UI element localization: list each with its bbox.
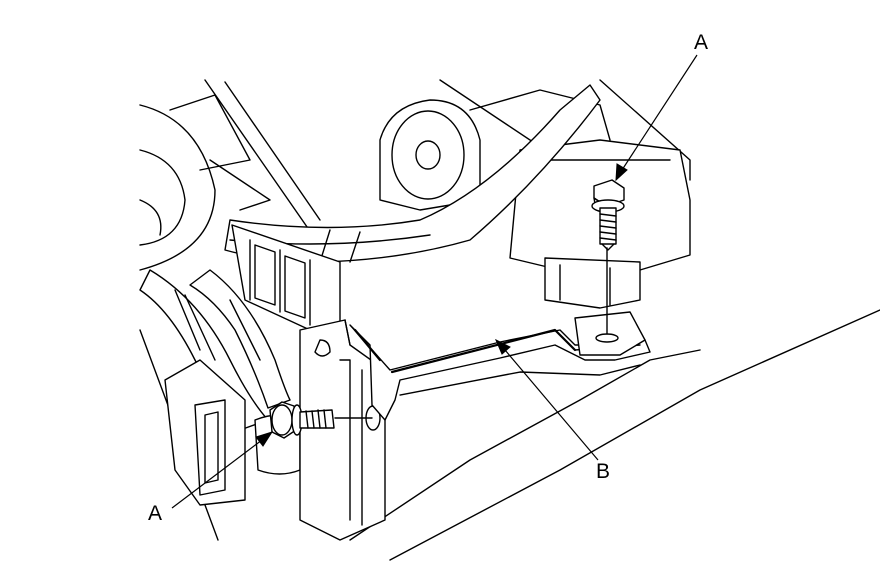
bolt-top (591, 179, 625, 335)
lower-left-mount (164, 359, 301, 506)
callout-label-a-left: A (148, 502, 162, 525)
vertical-post (299, 319, 386, 541)
callout-label-b: B (596, 460, 610, 483)
callout-leaders (171, 54, 698, 509)
bracket-b (349, 311, 651, 421)
callout-label-a-top: A (694, 31, 708, 54)
bolt-left (269, 401, 373, 439)
upper-housing (379, 89, 691, 309)
engine-compartment-structure (139, 79, 880, 561)
